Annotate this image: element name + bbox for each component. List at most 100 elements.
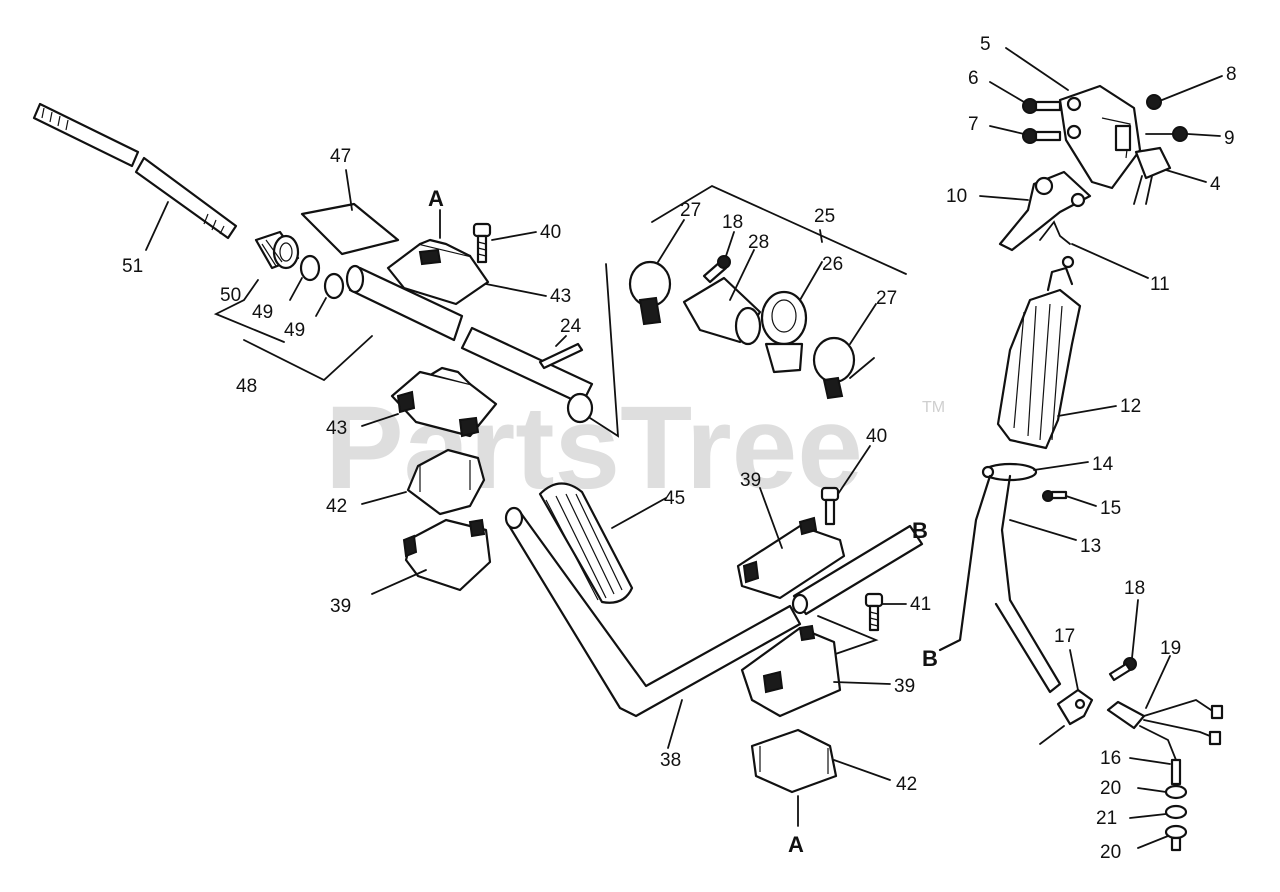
part-42-cushion-upper	[406, 448, 486, 516]
leader-45	[611, 497, 667, 529]
bracket-41	[817, 615, 879, 661]
part-40-screw-top	[472, 222, 492, 264]
part-24-key	[538, 342, 584, 370]
part-43-clamp-lower	[390, 366, 498, 438]
part-15-bolt	[1042, 490, 1068, 502]
callout-39a: 39	[330, 596, 351, 617]
leader-43-top	[485, 283, 547, 297]
leader-42-lower	[833, 759, 891, 781]
part-4-switch	[1133, 146, 1172, 205]
callout-4: 4	[1210, 174, 1221, 195]
callout-43b: 43	[326, 418, 347, 439]
callout-40a: 40	[540, 222, 561, 243]
callout-6: 6	[968, 68, 979, 89]
leader-24	[555, 335, 567, 347]
part-43-clamp-upper	[386, 238, 490, 306]
leader-14	[1033, 461, 1089, 471]
callout-15: 15	[1100, 498, 1121, 519]
callout-7: 7	[968, 114, 979, 135]
leader-5	[1005, 47, 1069, 91]
leader-11	[1071, 243, 1149, 279]
bracket-25	[651, 184, 907, 275]
leader-28	[729, 249, 755, 301]
callout-42b: 42	[896, 774, 917, 795]
leader-51	[145, 201, 169, 251]
leader-47	[345, 169, 353, 211]
callout-9: 9	[1224, 128, 1235, 149]
part-41-screw	[864, 592, 884, 632]
leader-39-left	[371, 569, 427, 595]
leader-40-center	[837, 445, 871, 495]
section-marker-b-right: B	[912, 518, 928, 543]
callout-12: 12	[1120, 396, 1141, 417]
leader-7	[989, 125, 1025, 135]
part-9-nut	[1172, 126, 1188, 142]
callout-5: 5	[980, 34, 991, 55]
part-12-rear-grip	[996, 255, 1082, 450]
part-39-clamp-center	[736, 516, 846, 600]
leader-27-left	[657, 219, 685, 263]
part-16-stud	[1170, 758, 1182, 786]
bracket-48	[243, 335, 373, 382]
leader-39-lower-center	[833, 681, 891, 685]
part-28-sleeve	[682, 276, 762, 346]
callout-42a: 42	[326, 496, 347, 517]
leader-49	[289, 277, 327, 317]
part-51-drive-shaft	[32, 102, 238, 240]
callout-14: 14	[1092, 454, 1114, 475]
part-49-ring-b	[323, 272, 345, 300]
leader-6	[989, 81, 1025, 103]
leader-16	[1129, 757, 1171, 765]
leader-20-upper	[1137, 787, 1167, 793]
part-27-clamp-right	[812, 336, 875, 400]
part-20-stud-end	[1170, 836, 1182, 852]
callout-26: 26	[822, 254, 843, 275]
callout-43a: 43	[550, 286, 571, 307]
part-18-screw-lower	[1108, 657, 1137, 682]
leader-17	[1069, 649, 1079, 691]
part-13-throttle-cable	[938, 474, 1062, 694]
callout-47: 47	[330, 146, 351, 167]
callout-51: 51	[122, 256, 143, 277]
leader-12	[1057, 405, 1117, 417]
callout-17: 17	[1054, 626, 1075, 647]
section-marker-b-left: B	[922, 646, 938, 671]
part-11-spring	[1039, 220, 1071, 245]
callout-10: 10	[946, 186, 967, 207]
bracket-tube-end	[589, 263, 620, 438]
callout-18b: 18	[1124, 578, 1145, 599]
leader-9	[1145, 133, 1221, 137]
part-21-washer	[1164, 804, 1188, 820]
callout-50: 50	[220, 285, 241, 306]
leader-27-right	[849, 303, 877, 345]
part-40-screw-center	[820, 486, 840, 526]
callout-8: 8	[1226, 64, 1237, 85]
callout-21: 21	[1096, 808, 1117, 829]
part-6-screw	[1022, 98, 1062, 114]
callout-13: 13	[1080, 536, 1101, 557]
leader-20-lower	[1137, 835, 1169, 849]
callout-16: 16	[1100, 748, 1121, 769]
callout-39b: 39	[740, 470, 761, 491]
bracket-50-49	[213, 279, 285, 343]
callout-24: 24	[560, 316, 582, 337]
callout-48: 48	[236, 376, 257, 397]
leader-4	[1165, 169, 1207, 183]
part-27-clamp-left	[628, 260, 672, 326]
callout-18a: 18	[722, 212, 743, 233]
leader-38	[667, 699, 683, 749]
watermark-trademark: TM	[922, 399, 945, 416]
callout-19: 19	[1160, 638, 1181, 659]
leader-15	[1065, 495, 1097, 507]
section-marker-a-bottom: A	[788, 832, 804, 857]
part-39-clamp-lower-center	[740, 624, 842, 718]
leader-26	[799, 261, 823, 301]
part-8-nut	[1146, 94, 1162, 110]
section-marker-a-top: A	[428, 186, 444, 211]
part-20-nut-lower	[1164, 824, 1188, 840]
callout-49a: 49	[252, 302, 273, 323]
callout-38: 38	[660, 750, 681, 771]
part-47-label	[300, 202, 400, 256]
leader-8	[1161, 75, 1223, 101]
part-48-main-tube	[345, 264, 594, 424]
